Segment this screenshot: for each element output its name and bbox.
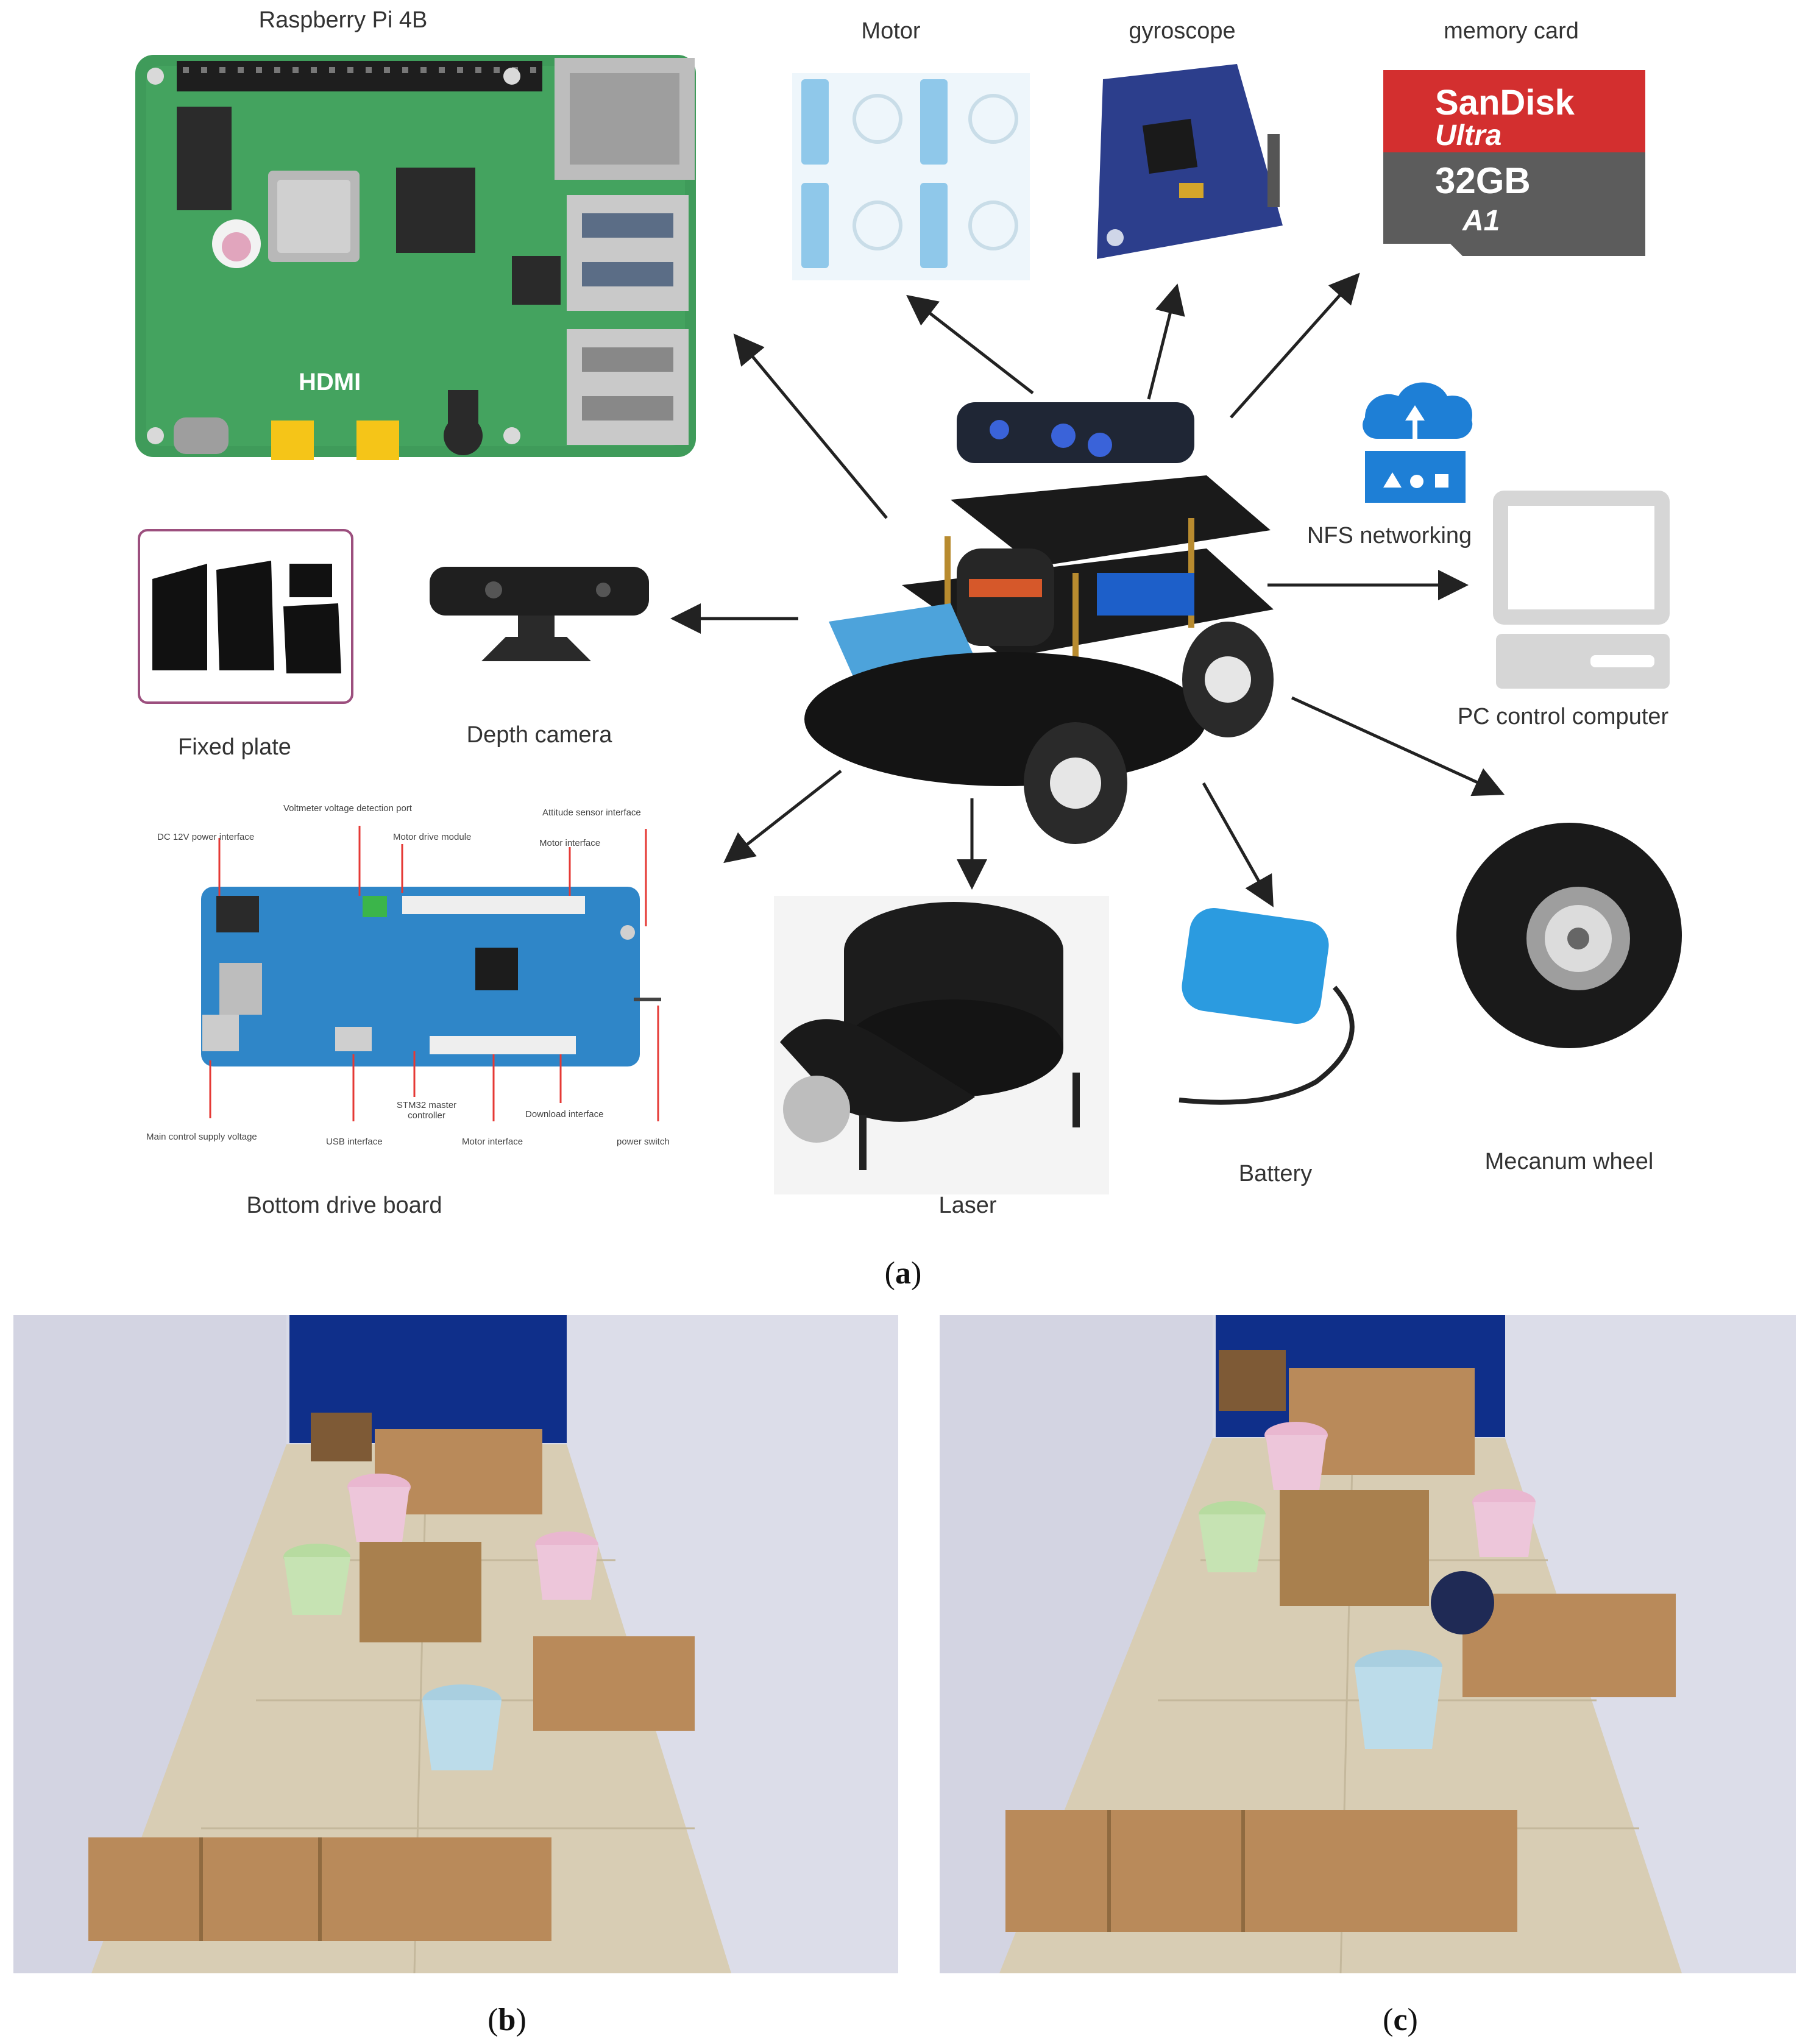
label-bottom-drive-board: Bottom drive board [246,1193,442,1218]
arrow-to-raspberry [733,333,888,519]
callout-motor-drive: Motor drive module [393,832,472,842]
caption-c: (c) [1383,2003,1418,2037]
caption-b: (b) [487,2003,526,2037]
label-raspberry-pi: Raspberry Pi 4B [258,7,428,33]
gyroscope-image [1097,64,1283,259]
label-motor: Motor [861,18,921,44]
callout-dc12v: DC 12V power interface [157,832,255,842]
label-battery: Battery [1238,1161,1313,1187]
depth-camera-image [430,567,649,661]
robot-car-image [804,402,1274,844]
callout-stm32: STM32 master controller [396,1100,457,1121]
label-laser: Laser [938,1193,997,1218]
callout-attitude-sensor: Attitude sensor interface [542,807,641,818]
callout-motor-interface-top: Motor interface [539,838,601,848]
bottom-drive-board-image [201,887,661,1066]
sandisk-logo-text: SanDisk [1435,83,1575,122]
callout-motor-interface-bottom: Motor interface [462,1137,523,1147]
callout-voltmeter: Voltmeter voltage detection port [283,803,412,814]
callout-usb: USB interface [326,1137,383,1147]
label-nfs-networking: NFS networking [1306,523,1472,548]
arrows [670,272,1505,907]
battery-image [1179,907,1355,1105]
callout-main-supply: Main control supply voltage [146,1132,257,1142]
arrow-to-memory-card [1230,272,1360,419]
memory-card-image [1383,70,1645,256]
arrow-to-gyroscope [1147,283,1185,400]
board-callout-lines [209,826,659,1121]
label-depth-camera: Depth camera [466,722,612,748]
nfs-cloud-icon [1363,382,1473,503]
motor-set-image [792,73,1030,280]
ultra-text: Ultra [1435,119,1502,152]
label-pc-control-computer: PC control computer [1457,704,1669,729]
capacity-text: 32GB [1435,160,1531,201]
callout-power-switch: power switch [617,1137,670,1147]
hdmi-text: HDMI [299,369,361,396]
arrow-to-battery [1202,782,1274,907]
a1-text: A1 [1462,205,1500,237]
label-fixed-plate: Fixed plate [178,734,291,760]
fixed-plate-image [138,529,353,704]
label-gyroscope: gyroscope [1129,18,1236,44]
caption-a: (a) [884,1256,922,1291]
label-mecanum-wheel: Mecanum wheel [1484,1149,1654,1174]
arrow-to-mecanum [1291,696,1505,797]
laser-lidar-image [774,896,1109,1194]
arrow-to-motor [906,294,1034,394]
raspberry-pi-board [135,55,696,460]
label-memory-card: memory card [1444,18,1579,44]
arrow-to-drive-board [723,770,842,864]
pc-computer-icon [1493,491,1670,689]
mecanum-wheel-image [1456,823,1682,1048]
callout-download: Download interface [525,1109,604,1120]
